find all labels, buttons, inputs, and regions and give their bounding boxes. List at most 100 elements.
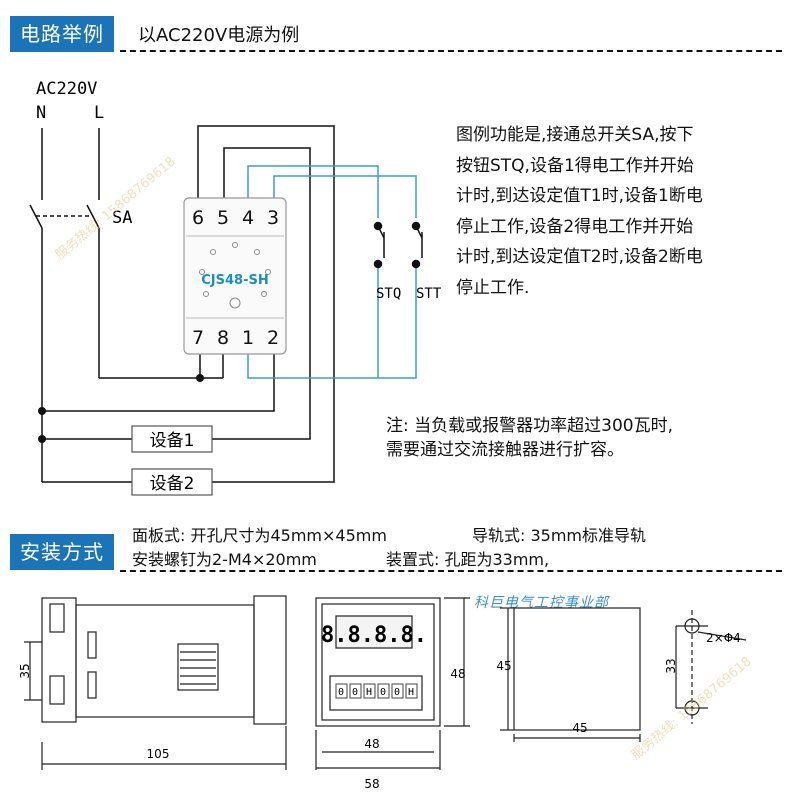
stt-contact-bottom	[411, 259, 421, 269]
dim-side-length: 105	[147, 747, 170, 761]
dim-side-height: 35	[18, 663, 32, 678]
relay-body	[183, 197, 287, 355]
note-line: 注: 当负载或报警器功率超过300瓦时,	[386, 416, 673, 436]
circuit-subtitle: 以AC220V电源为例	[138, 25, 300, 46]
supply-label: AC220V	[36, 79, 97, 99]
terminal-5: 5	[217, 207, 229, 229]
dip-switch	[377, 683, 390, 699]
dim-front-inner-width: 48	[364, 737, 379, 751]
dip-switches: 0 0 H 0 0 H	[335, 683, 418, 699]
load1-label: 设备1	[150, 431, 195, 451]
terminal-6: 6	[192, 207, 204, 229]
pin-hole	[254, 249, 260, 255]
dip-label: 0	[380, 687, 386, 698]
black-wires	[29, 125, 335, 483]
terminal-2: 2	[267, 327, 279, 349]
dim-front-height: 48	[450, 667, 465, 681]
description-line: 按钮STQ,设备1得电工作并开始	[456, 155, 694, 176]
junction-dot	[38, 435, 46, 443]
watermark-text: 服务热线: 15868769618	[52, 153, 178, 263]
dim-hole-spacing: 33	[664, 658, 678, 673]
dip-switch	[405, 683, 418, 699]
circuit-header-divider	[120, 50, 782, 52]
dim-front-outer-width: 58	[364, 777, 379, 791]
pin-hole	[203, 291, 209, 297]
terminal-5-to-load1	[212, 147, 311, 440]
dim-hole-spec: 2×Φ4	[706, 631, 741, 645]
stq-contact-bottom	[373, 259, 383, 269]
terminal-4-to-stq	[247, 165, 379, 218]
dip-label: 0	[394, 687, 400, 698]
dip-switch	[363, 683, 376, 699]
terminal-2-to-neutral	[42, 354, 275, 412]
install-header: 安装方式	[10, 534, 114, 570]
dip-panel	[329, 675, 423, 711]
circuit-description: 图例功能是,接通总开关SA,按下 按钮STQ,设备1得电工作并开始 计时,到达设…	[456, 120, 791, 303]
load1-box	[131, 425, 213, 453]
terminal-7: 7	[192, 327, 204, 349]
stt-label: STT	[416, 286, 442, 302]
side-body	[75, 604, 255, 718]
pin-hole	[199, 269, 205, 275]
stq-arm	[377, 225, 385, 239]
junctions	[38, 374, 204, 443]
side-socket	[253, 595, 287, 725]
screw-text: 安装螺钉为2-M4×20mm	[132, 550, 317, 569]
pin-hole	[232, 242, 238, 248]
push-buttons	[373, 221, 423, 269]
description-line: 图例功能是,接通总开关SA,按下	[456, 125, 694, 145]
terminal-1: 1	[242, 327, 254, 349]
dim-cutout-height: 45	[496, 659, 511, 673]
pin-hole	[265, 269, 271, 275]
dip-switch	[391, 683, 404, 699]
side-view	[24, 595, 287, 770]
terminal-3-to-stt	[273, 175, 417, 218]
switch-label: SA	[112, 208, 132, 228]
dip-label: H	[366, 687, 372, 698]
terminal-8: 8	[217, 327, 229, 349]
stq-label: STQ	[376, 286, 401, 302]
install-header-divider	[120, 570, 782, 572]
company-name: 科巨电气工控事业部	[474, 595, 609, 611]
terminal-3: 3	[267, 207, 279, 229]
line-label: L	[94, 103, 104, 123]
stt-arm	[415, 225, 423, 239]
power-note: 注: 当负载或报警器功率超过300瓦时, 需要通过交流接触器进行扩容。	[386, 414, 673, 462]
pin-hole	[210, 249, 216, 255]
device-mount-text: 装置式: 孔距为33mm,	[386, 550, 550, 569]
dip-label: 0	[352, 687, 358, 698]
panel-mount-text: 面板式: 开孔尺寸为45mm×45mm	[132, 526, 387, 545]
dip-switch	[349, 683, 362, 699]
load2-label: 设备2	[150, 474, 195, 494]
circuit-header: 电路举例	[10, 16, 114, 52]
display-digits: 8.8.8.8.	[321, 623, 427, 648]
description-line: 计时,到达设定值T2时,设备2断电	[456, 247, 703, 267]
junction-dot	[38, 407, 46, 415]
front-inner	[321, 603, 435, 721]
terminal-6-to-load2	[197, 125, 335, 483]
side-clip-bottom	[49, 675, 65, 705]
hole-leader	[697, 631, 747, 641]
load2-box	[131, 468, 213, 496]
neutral-label: N	[36, 103, 46, 123]
terminal-1-common	[247, 268, 417, 379]
description-line: 停止工作,设备2得电工作并开始	[456, 216, 694, 237]
side-slot	[87, 631, 97, 659]
terminal-4: 4	[242, 207, 254, 229]
front-view	[315, 597, 470, 770]
description-line: 计时,到达设定值T1时,设备1断电	[456, 186, 703, 206]
dip-label: 0	[338, 687, 344, 698]
key-hole	[229, 297, 241, 309]
front-outer	[315, 597, 441, 727]
side-slot	[87, 671, 97, 699]
cutout-view	[500, 607, 641, 742]
dip-switch	[335, 683, 348, 699]
side-clip-top	[49, 603, 65, 633]
description-line: 停止工作.	[456, 277, 530, 298]
front-display	[335, 615, 413, 649]
rail-mount-text: 导轨式: 35mm标准导轨	[472, 526, 647, 545]
cutout-rect	[513, 607, 641, 731]
relay-device: 6 5 4 3 7 8 1 2 CJS48-SH	[183, 197, 287, 355]
dim-cutout-width: 45	[572, 721, 587, 735]
